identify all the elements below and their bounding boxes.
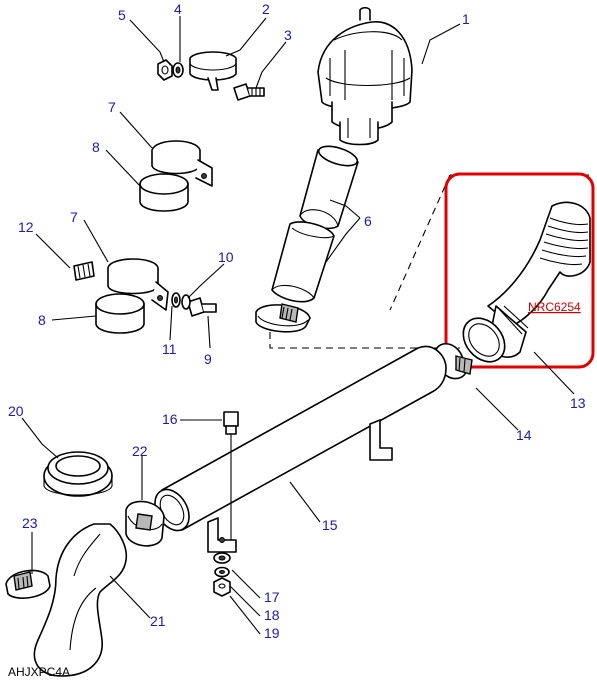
- nut-19[interactable]: [213, 577, 231, 597]
- washer-4[interactable]: [172, 62, 184, 78]
- callout-5: 5: [118, 7, 126, 23]
- callout-11: 11: [162, 341, 177, 357]
- callout-18: 18: [264, 607, 280, 623]
- bolt-9[interactable]: [187, 297, 217, 317]
- callout-14: 14: [516, 427, 532, 443]
- bolt-16[interactable]: [223, 411, 239, 540]
- hose-clip-22[interactable]: [125, 500, 165, 547]
- callout-10: 10: [218, 249, 234, 265]
- flexible-hose[interactable]: [455, 201, 591, 370]
- spring-washer-18[interactable]: [214, 566, 230, 578]
- nut-5[interactable]: [157, 59, 173, 81]
- callout-8-upper: 8: [92, 139, 100, 155]
- callout-20: 20: [8, 403, 24, 419]
- rubber-insulator-upper[interactable]: [139, 173, 189, 212]
- callout-7-upper: 7: [108, 99, 116, 115]
- part-reference-link[interactable]: NRC6254: [528, 300, 581, 314]
- callout-3: 3: [284, 27, 292, 43]
- callout-9: 9: [204, 351, 212, 367]
- grommet-ring[interactable]: [43, 451, 113, 497]
- callout-7-lower: 7: [70, 209, 78, 225]
- callout-2: 2: [262, 1, 270, 17]
- callout-23: 23: [22, 515, 38, 531]
- washer-10[interactable]: [181, 294, 191, 310]
- callout-1: 1: [462, 11, 470, 27]
- mounting-strap-upper[interactable]: [151, 140, 213, 187]
- callout-21: 21: [150, 613, 166, 629]
- callout-22: 22: [132, 443, 148, 459]
- clamp-band[interactable]: [189, 51, 237, 91]
- spring-washer-11[interactable]: [171, 292, 181, 308]
- hose-clip-6[interactable]: [255, 303, 311, 333]
- callout-17: 17: [264, 589, 280, 605]
- part-highlight-box: [444, 172, 595, 369]
- lower-hose[interactable]: [33, 523, 128, 677]
- callout-4: 4: [174, 1, 182, 17]
- bolt-3[interactable]: [233, 83, 265, 101]
- callout-12: 12: [18, 219, 34, 235]
- washer-17[interactable]: [213, 552, 231, 564]
- callout-16: 16: [162, 411, 178, 427]
- rubber-insulator-lower[interactable]: [95, 293, 145, 334]
- inlet-pipe-lower[interactable]: [271, 221, 335, 303]
- callout-6: 6: [364, 213, 372, 229]
- diagram-code: AHJXPC4A: [8, 665, 70, 679]
- callout-13: 13: [570, 395, 586, 411]
- hose-clip-23[interactable]: [5, 569, 51, 599]
- callout-19: 19: [264, 625, 280, 641]
- callout-15: 15: [322, 517, 338, 533]
- callout-8-lower: 8: [38, 312, 46, 328]
- main-tube[interactable]: [148, 345, 447, 553]
- screw-12[interactable]: [73, 261, 95, 281]
- inlet-pipe-upper[interactable]: [299, 143, 359, 230]
- air-cleaner-housing[interactable]: [317, 6, 413, 146]
- mounting-strap-lower[interactable]: [107, 258, 169, 311]
